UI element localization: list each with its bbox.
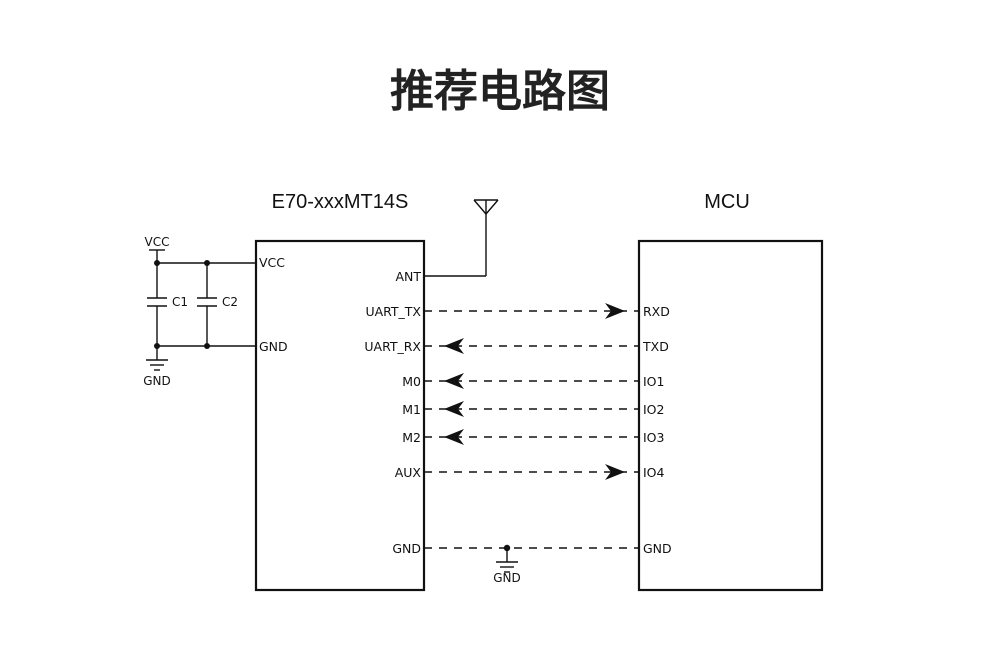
signal-m0 [424, 373, 639, 389]
module-pin-aux: AUX [395, 465, 422, 480]
signal-uart-tx [424, 303, 639, 319]
ground-icon [496, 561, 518, 573]
signal-m2 [424, 429, 639, 445]
arrow-left-icon [444, 373, 464, 389]
vcc-label: VCC [145, 235, 170, 249]
decoupling-circuit: VCC C1 C2 GND [143, 235, 256, 388]
gnd-label: GND [143, 374, 171, 388]
signal-uart-rx [424, 338, 639, 354]
module-pin-vcc: VCC [259, 255, 285, 270]
arrow-right-icon [605, 464, 625, 480]
module-pin-gnd-left: GND [259, 339, 288, 354]
junction-dot [204, 343, 210, 349]
mcu-pin-txd: TXD [642, 339, 669, 354]
mcu-pin-io4: IO4 [643, 465, 665, 480]
signal-gnd: GND [424, 544, 639, 585]
mcu-title: MCU [704, 191, 750, 213]
arrow-right-icon [605, 303, 625, 319]
module-pin-m2: M2 [402, 430, 421, 445]
junction-dot [154, 343, 160, 349]
capacitor-c2-label: C2 [222, 295, 238, 309]
mcu-pin-rxd: RXD [643, 304, 670, 319]
module-pin-ant: ANT [395, 269, 421, 284]
signal-aux [424, 464, 639, 480]
module-pin-m0: M0 [402, 374, 421, 389]
module-title: E70-xxxMT14S [272, 191, 409, 213]
mcu-pin-io3: IO3 [643, 430, 664, 445]
module-pin-m1: M1 [402, 402, 421, 417]
module-pin-uart-tx: UART_TX [365, 304, 421, 319]
capacitor-c1-label: C1 [172, 295, 188, 309]
mcu-block [637, 239, 824, 592]
junction-dot [154, 260, 160, 266]
arrow-left-icon [444, 338, 464, 354]
module-pin-gnd: GND [392, 541, 421, 556]
mcu-pin-io1: IO1 [643, 374, 664, 389]
arrow-left-icon [444, 401, 464, 417]
antenna-icon [424, 199, 499, 277]
ground-icon [146, 359, 168, 371]
signal-m1 [424, 401, 639, 417]
arrow-left-icon [444, 429, 464, 445]
module-pin-uart-rx: UART_RX [364, 339, 421, 354]
mcu-pin-io2: IO2 [643, 402, 664, 417]
page-title: 推荐电路图 [390, 66, 610, 117]
module-block [254, 239, 426, 592]
mcu-pin-gnd: GND [643, 541, 672, 556]
common-gnd-label: GND [493, 571, 521, 585]
